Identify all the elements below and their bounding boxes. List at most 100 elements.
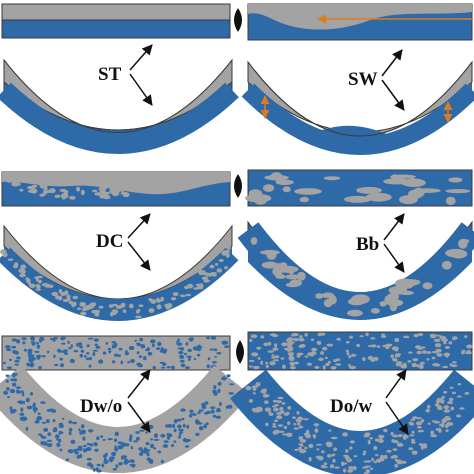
droplet [186, 424, 190, 429]
droplet [248, 399, 253, 403]
droplet [443, 409, 451, 413]
droplet [160, 459, 164, 464]
droplet [370, 308, 380, 314]
droplet [134, 339, 137, 342]
droplet [332, 458, 336, 463]
droplet [375, 459, 381, 463]
droplet [79, 430, 84, 435]
droplet [108, 350, 111, 354]
droplet [65, 349, 68, 353]
droplet [135, 315, 142, 319]
droplet [19, 412, 25, 416]
droplet [399, 290, 414, 296]
droplet [390, 354, 394, 359]
droplet [197, 344, 201, 348]
droplet [345, 340, 350, 344]
droplet [195, 419, 200, 424]
droplet [139, 452, 144, 456]
droplet [323, 176, 341, 181]
droplet [103, 454, 107, 459]
droplet [266, 249, 277, 260]
droplet [349, 440, 355, 444]
droplet [459, 239, 470, 244]
droplet [437, 349, 442, 353]
droplet [334, 466, 340, 469]
droplet [138, 304, 144, 308]
droplet [144, 449, 151, 452]
droplet [433, 421, 441, 424]
droplet [151, 343, 155, 348]
droplet [349, 365, 356, 370]
droplet [150, 339, 156, 344]
droplet [313, 423, 320, 426]
droplet [426, 358, 430, 361]
droplet [20, 264, 27, 270]
droplet [221, 376, 227, 381]
droplet [39, 184, 44, 187]
droplet [173, 419, 178, 424]
droplet [378, 434, 385, 439]
droplet [461, 351, 465, 355]
droplet [206, 176, 214, 182]
droplet [341, 462, 348, 465]
droplet [272, 425, 277, 428]
droplet [100, 435, 104, 438]
droplet [38, 354, 41, 358]
droplet [287, 406, 292, 410]
droplet [441, 338, 449, 342]
droplet [66, 297, 71, 301]
droplet [153, 433, 158, 438]
droplet [272, 399, 278, 403]
droplet [156, 304, 162, 310]
droplet [19, 273, 26, 278]
droplet [217, 388, 221, 393]
droplet [265, 394, 270, 398]
droplet [365, 469, 371, 474]
droplet [86, 443, 91, 446]
droplet [442, 365, 449, 369]
droplet [14, 363, 20, 366]
droplet [22, 416, 28, 421]
droplet [449, 386, 454, 389]
droplet [68, 427, 73, 432]
droplet [206, 336, 211, 340]
droplet [138, 355, 143, 358]
droplet [363, 460, 370, 463]
droplet [189, 413, 193, 418]
droplet [182, 437, 188, 443]
droplet [109, 456, 115, 460]
droplet [289, 366, 296, 370]
droplet [391, 439, 395, 443]
droplet [176, 418, 182, 422]
dwo-bend-section [0, 365, 250, 473]
droplet [52, 428, 58, 433]
droplet [223, 249, 230, 254]
droplet [316, 340, 322, 345]
droplet [212, 361, 217, 364]
droplet [272, 359, 280, 362]
droplet [348, 363, 351, 367]
droplet [343, 468, 347, 473]
droplet [209, 264, 215, 269]
droplet [113, 353, 118, 357]
droplet [291, 334, 296, 337]
droplet [400, 364, 408, 369]
droplet [457, 383, 462, 386]
droplet [401, 460, 407, 464]
droplet [282, 364, 286, 369]
droplet [36, 275, 44, 279]
droplet [138, 447, 143, 451]
droplet [139, 429, 145, 432]
droplet [370, 344, 377, 348]
droplet [280, 262, 288, 268]
droplet [255, 382, 261, 387]
droplet [10, 378, 16, 382]
droplet [181, 417, 185, 421]
droplet [447, 401, 454, 405]
droplet [287, 337, 294, 342]
droplet [416, 426, 422, 429]
droplet [276, 265, 299, 273]
droplet [142, 450, 146, 453]
droplet [312, 434, 317, 438]
droplet [376, 345, 381, 348]
